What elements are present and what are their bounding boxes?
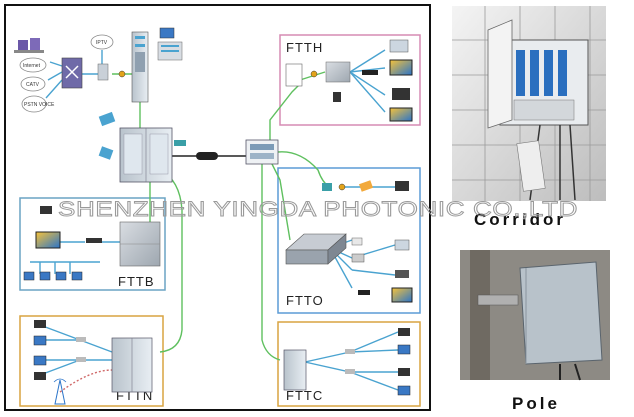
main-frame [4, 4, 431, 411]
central-cabinet [119, 127, 173, 183]
tv-icon [391, 287, 413, 303]
fttc-border [277, 321, 421, 407]
set-top-box-icon [362, 70, 378, 75]
pole-photo [460, 250, 610, 381]
ftth-equipment [285, 39, 413, 122]
laptop-icon [392, 88, 410, 100]
ftth-label: FTTH [286, 40, 323, 55]
pole-caption: Pole [512, 394, 560, 413]
onu-box [119, 221, 161, 267]
switch-icon [86, 238, 102, 243]
fttb-section: FTTB [19, 197, 166, 291]
monitor-icon [157, 27, 183, 61]
fttb-label: FTTB [118, 274, 155, 289]
computer-icon [33, 335, 47, 346]
splitter-icon [345, 349, 355, 354]
phone-icon [34, 372, 46, 380]
connector-icon [310, 70, 318, 78]
ftth-border [279, 34, 421, 126]
phone-icon [333, 92, 341, 102]
splitter-icon [345, 369, 355, 374]
joint-closure-icon [196, 152, 218, 160]
fttc-equipment [283, 328, 411, 396]
connector-icon [118, 70, 126, 78]
phone-icon [398, 328, 410, 336]
tv-icon [389, 59, 413, 76]
media-converter-icon [322, 183, 332, 191]
computer-icon [23, 271, 35, 281]
head-end: Internet CATV PSTN VOICE IPTV [14, 27, 183, 113]
ftto-border [277, 167, 421, 314]
ftto-label: FTTO [286, 293, 324, 308]
phone-icon [34, 320, 46, 328]
phone-icon [398, 368, 410, 376]
connector-icon [338, 183, 346, 191]
server-icon [14, 38, 44, 53]
pstn-cloud-icon: PSTN VOICE [21, 95, 55, 113]
computer-icon [389, 39, 409, 53]
watermark-text: SHENZHEN YINGDA PHOTONIC CO.,LTD [58, 198, 578, 221]
antenna-tower-icon [53, 378, 67, 405]
catv-cloud-icon: CATV [20, 76, 46, 92]
iptv-label: IPTV [96, 40, 108, 46]
phone-icon [40, 206, 52, 214]
wall-outlet-icon [285, 63, 303, 87]
computer-icon [39, 271, 51, 281]
ftto-section: FTTO [277, 167, 421, 314]
computer-icon [55, 271, 67, 281]
internet-label: Internet [23, 63, 41, 69]
splice-closure-icon [174, 140, 186, 146]
terminal-box [285, 233, 347, 265]
ont-box-icon [325, 61, 351, 83]
tv-icon [389, 107, 413, 122]
splice-tray-icon [98, 111, 116, 127]
computer-icon [397, 344, 411, 355]
olt-rack-icon [131, 31, 149, 103]
corridor-photo [452, 6, 606, 201]
splitter-icon [76, 337, 86, 342]
iptv-cloud-icon: IPTV [90, 34, 114, 50]
phone-icon [351, 253, 365, 263]
corridor-caption: Corridor [474, 210, 566, 229]
splice-tray-icon [98, 146, 114, 160]
phone-icon [395, 270, 409, 278]
ftth-section: FTTH [279, 34, 421, 126]
fttb-equipment [23, 206, 161, 281]
computer-icon [397, 385, 411, 396]
tv-icon [35, 231, 61, 249]
catv-label: CATV [26, 82, 40, 88]
computer-icon [71, 271, 83, 281]
set-top-box-icon [358, 290, 370, 295]
street-cabinet [111, 337, 153, 393]
pstn-label: PSTN VOICE [24, 102, 55, 108]
fttb-border [19, 197, 166, 291]
router-icon [351, 237, 363, 246]
computer-icon [33, 355, 47, 366]
modem-icon [358, 180, 374, 192]
curb-cabinet [283, 349, 307, 391]
computer-icon [394, 239, 410, 251]
fttn-border [19, 315, 164, 407]
internet-cloud-icon: Internet [19, 57, 47, 73]
router-icon [61, 57, 83, 89]
distribution-box [245, 139, 279, 165]
fttn-equipment [33, 320, 153, 405]
splitter-icon [76, 357, 86, 362]
fttc-section: FTTC [277, 321, 421, 407]
ftto-equipment [285, 180, 413, 303]
computer-icon [395, 181, 409, 191]
encoder-icon [97, 63, 109, 81]
fttc-label: FTTC [286, 388, 323, 403]
